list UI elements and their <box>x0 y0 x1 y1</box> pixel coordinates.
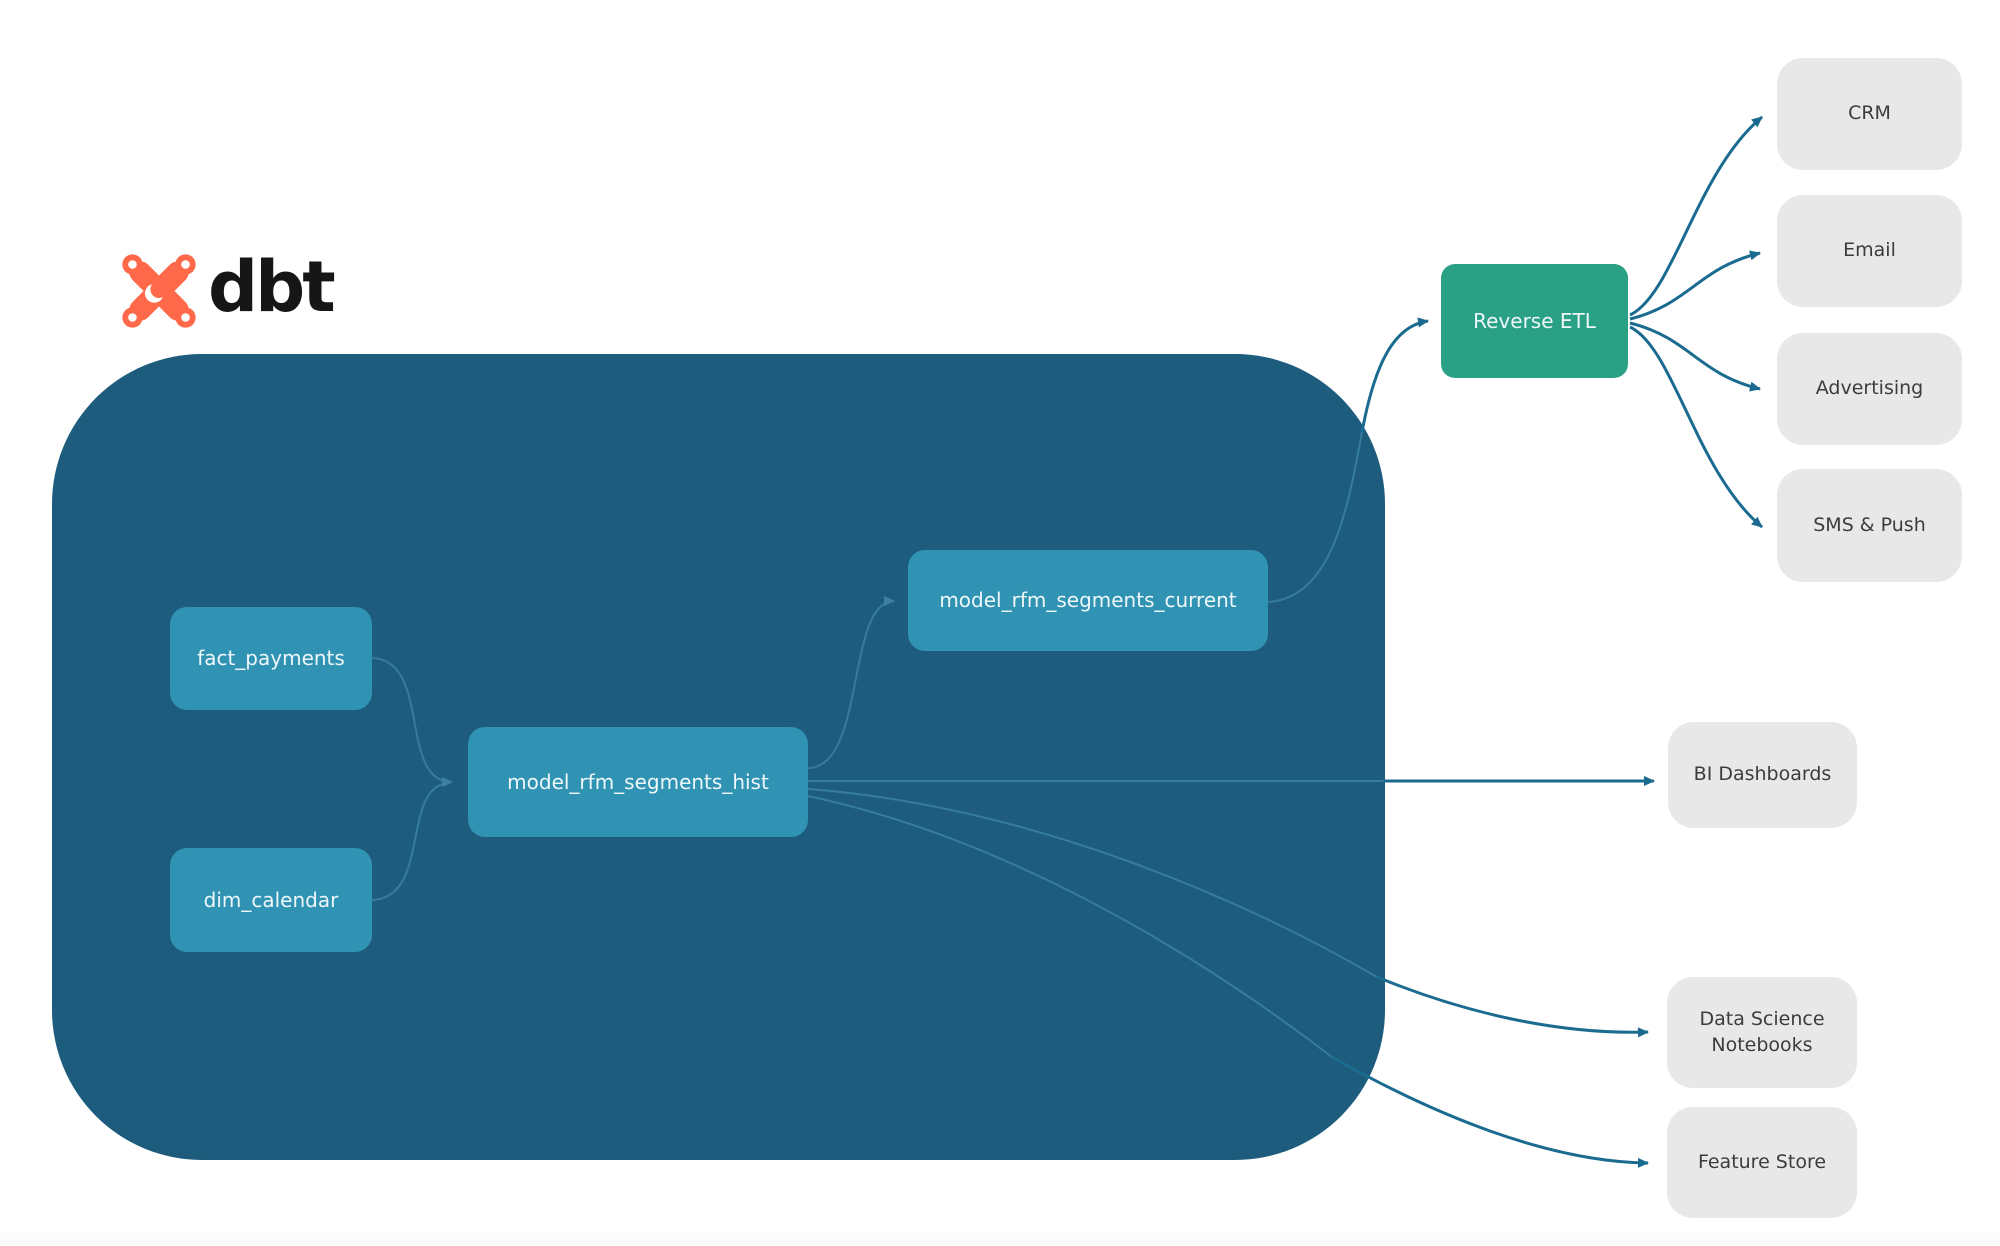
edge-reverse-etl-to-email <box>1629 250 1761 321</box>
edge-hist-to-data-science-notebooks <box>1376 975 1649 1038</box>
node-reverse-etl: Reverse ETL <box>1441 264 1628 378</box>
dbt-logo-text: dbt <box>208 246 336 328</box>
edge-current-to-reverse-etl <box>1360 317 1429 433</box>
node-bi-dashboards-label: BI Dashboards <box>1693 763 1832 786</box>
node-advertising: Advertising <box>1777 333 1962 445</box>
node-model-rfm-segments-current: model_rfm_segments_current <box>908 550 1268 651</box>
node-feature-store: Feature Store <box>1667 1107 1857 1218</box>
node-fact-payments: fact_payments <box>170 607 372 710</box>
edge-hist-to-current <box>807 596 895 769</box>
node-data-science-notebooks: Data Science Notebooks <box>1667 977 1857 1088</box>
node-bi-dashboards: BI Dashboards <box>1668 722 1857 828</box>
node-dim-calendar: dim_calendar <box>170 848 372 952</box>
node-model-rfm-segments-hist: model_rfm_segments_hist <box>468 727 808 837</box>
edge-reverse-etl-to-sms-push <box>1629 325 1763 529</box>
node-model-rfm-segments-current-label: model_rfm_segments_current <box>939 588 1237 612</box>
node-data-science-notebooks-label: Data Science Notebooks <box>1699 1007 1825 1056</box>
dbt-logo-icon <box>122 254 196 328</box>
edge-dim-calendar-to-hist <box>371 782 451 901</box>
edge-reverse-etl-to-crm <box>1629 115 1763 317</box>
edge-reverse-etl-to-advertising <box>1629 321 1761 392</box>
edge-fact-payments-to-hist <box>371 657 453 787</box>
node-dim-calendar-label: dim_calendar <box>203 887 339 912</box>
node-fact-payments-label: fact_payments <box>197 646 345 670</box>
edge-hist-to-notebooks-inner <box>807 788 1378 978</box>
node-email-label: Email <box>1843 239 1896 262</box>
dbt-logo: dbt <box>120 246 336 330</box>
node-reverse-etl-label: Reverse ETL <box>1473 308 1596 333</box>
node-crm-label: CRM <box>1848 102 1891 125</box>
bottom-strip <box>0 1233 2000 1246</box>
node-model-rfm-segments-hist-label: model_rfm_segments_hist <box>507 769 769 794</box>
edge-hist-to-feature-store-inner <box>807 795 1333 1058</box>
node-sms-push: SMS & Push <box>1777 469 1962 582</box>
edge-current-to-reverse-etl-inner <box>1267 431 1363 603</box>
node-email: Email <box>1777 195 1962 307</box>
node-advertising-label: Advertising <box>1815 377 1924 400</box>
node-feature-store-label: Feature Store <box>1697 1150 1827 1173</box>
node-sms-push-label: SMS & Push <box>1813 513 1926 536</box>
node-crm: CRM <box>1777 58 1962 170</box>
edge-hist-to-feature-store <box>1331 1055 1649 1168</box>
